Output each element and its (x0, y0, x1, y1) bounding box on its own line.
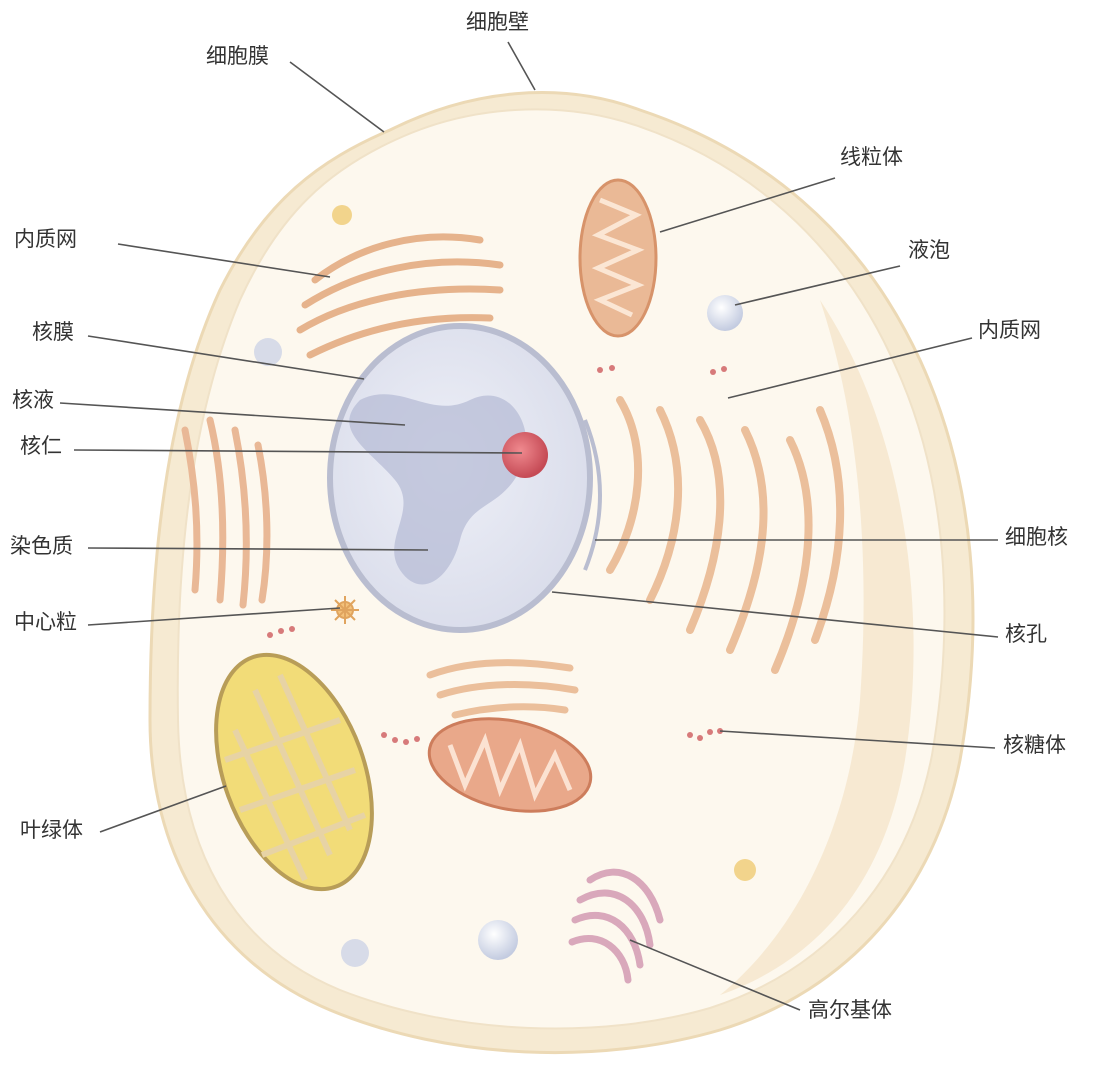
label-nuclear-pore: 核孔 (1005, 624, 1047, 645)
mitochondrion-top (580, 180, 656, 336)
label-centriole: 中心粒 (14, 612, 77, 633)
label-er-right: 内质网 (978, 320, 1041, 341)
label-vacuole: 液泡 (908, 240, 950, 261)
label-nucleoplasm: 核液 (12, 390, 54, 411)
label-er-left: 内质网 (14, 229, 77, 250)
granule-1 (332, 205, 352, 225)
leader-cell-membrane (290, 62, 384, 132)
vacuole-small-2 (478, 920, 518, 960)
centriole-shape (331, 596, 359, 624)
label-nucleolus: 核仁 (20, 436, 62, 457)
granule-2 (734, 859, 756, 881)
label-mitochondrion: 线粒体 (840, 147, 903, 168)
label-ribosome: 核糖体 (1003, 735, 1066, 756)
label-chloroplast: 叶绿体 (20, 820, 83, 841)
nucleolus-shape (502, 432, 548, 478)
vacuole-small-3 (341, 939, 369, 967)
vacuole-shape (707, 295, 743, 331)
leader-cell-wall (508, 42, 535, 90)
label-cell-membrane: 细胞膜 (206, 46, 269, 67)
label-nucleus: 细胞核 (1005, 527, 1068, 548)
label-golgi: 高尔基体 (808, 1000, 892, 1021)
label-chromatin: 染色质 (10, 536, 73, 557)
label-cell-wall: 细胞壁 (466, 12, 529, 33)
label-nuclear-envelope: 核膜 (32, 322, 74, 343)
